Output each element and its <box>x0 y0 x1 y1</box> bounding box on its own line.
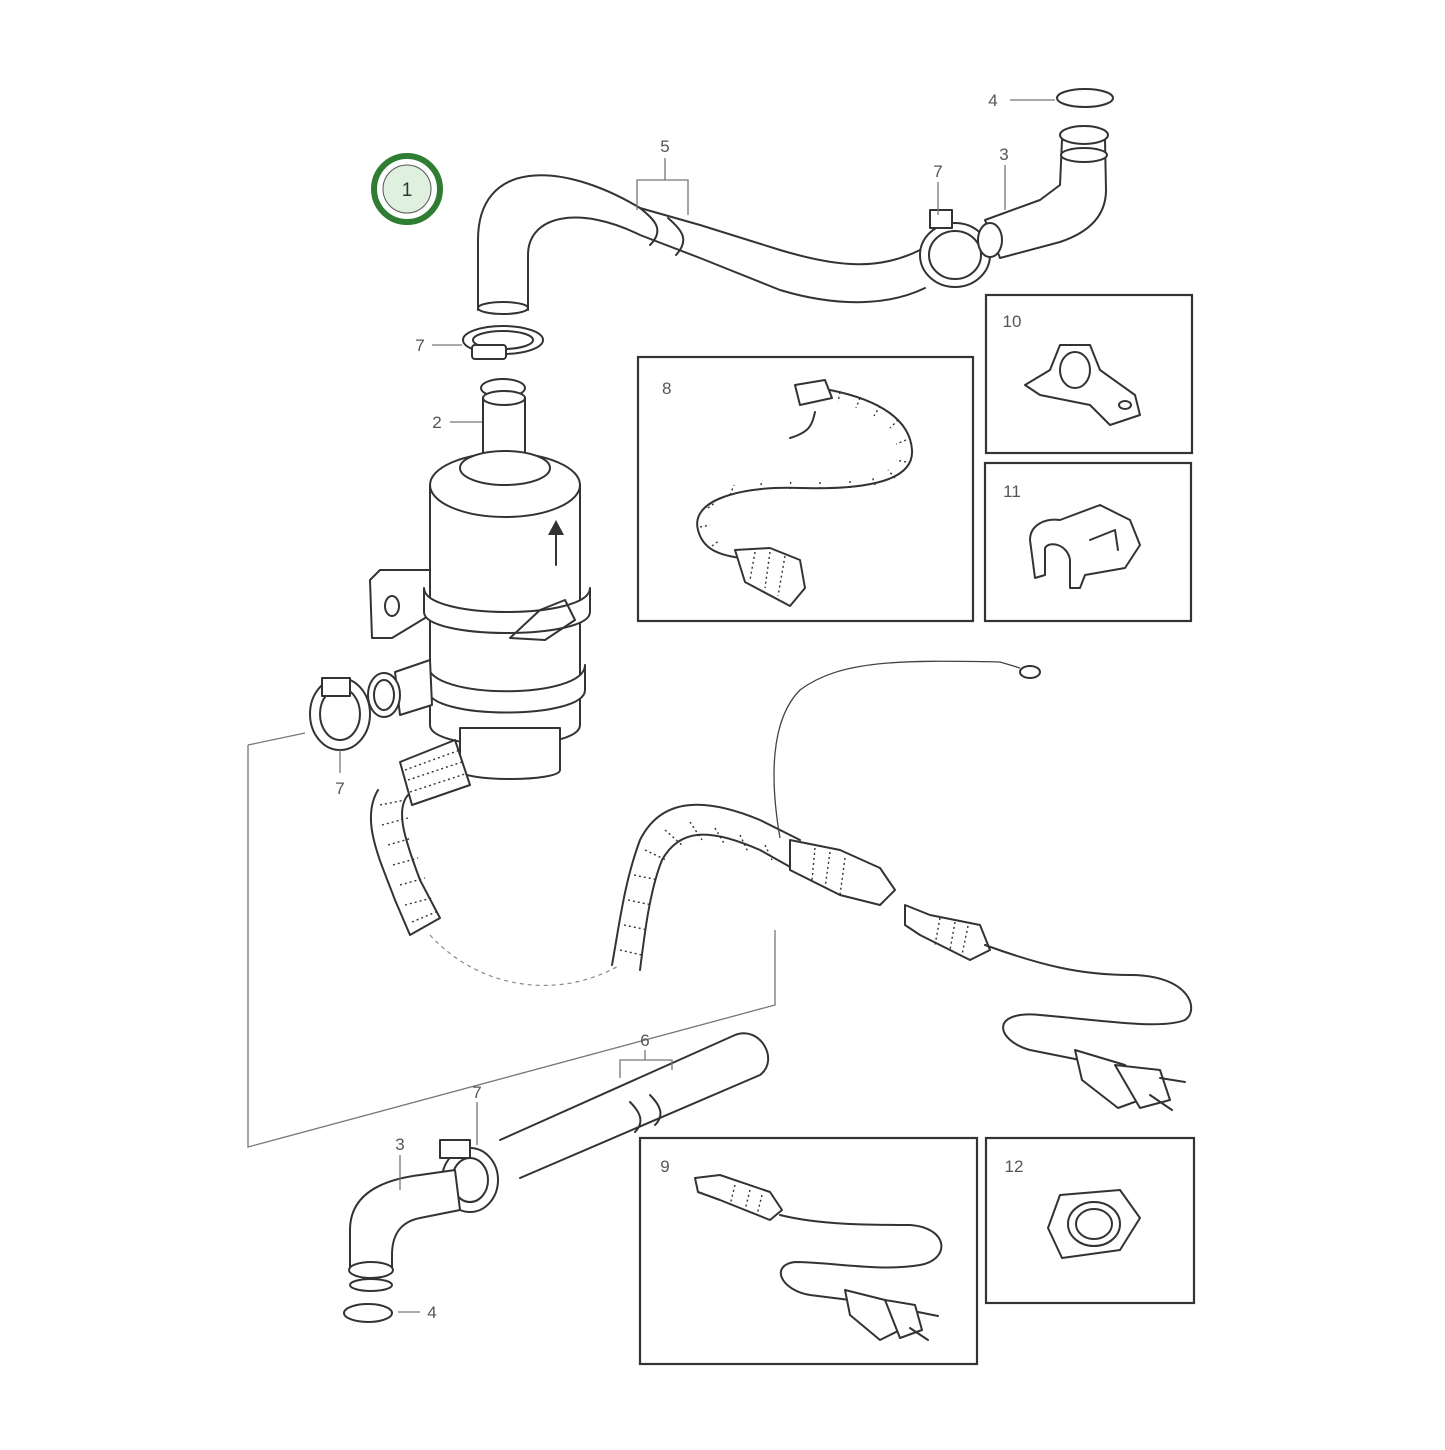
detail-box-12: 12 <box>984 1136 1196 1305</box>
ground-wire <box>773 660 1041 839</box>
side-clamp <box>309 677 371 751</box>
upper-hose <box>477 174 926 315</box>
detail-box-10-label: 10 <box>1003 312 1022 331</box>
detail-box-11: 11 <box>983 461 1193 623</box>
item-number-label: 1 <box>402 180 413 201</box>
detail-box-8: 8 <box>636 355 975 623</box>
callout-6: 6 <box>640 1031 649 1050</box>
detail-box-11-label: 11 <box>1003 482 1021 501</box>
callout-3-top: 3 <box>999 145 1008 164</box>
callout-7-lower-clamp: 7 <box>472 1083 481 1102</box>
upper-o-ring <box>1056 88 1114 108</box>
lower-o-ring <box>343 1303 393 1323</box>
cable-continuation-line <box>429 934 621 986</box>
mains-plug-cable <box>904 904 1193 1111</box>
upper-right-clamp <box>919 209 991 288</box>
leader-lines <box>339 99 1055 1313</box>
upper-elbow <box>977 125 1109 259</box>
callout-7-side-clamp: 7 <box>335 779 344 798</box>
callout-5: 5 <box>660 137 669 156</box>
callout-4-top: 4 <box>988 91 997 110</box>
callout-7-filter-top: 7 <box>415 336 424 355</box>
callout-7-upper-clamp: 7 <box>933 162 942 181</box>
item-number-badge: 1 <box>371 153 443 225</box>
right-braided-cable <box>611 803 896 971</box>
detail-box-12-label: 12 <box>1005 1157 1024 1176</box>
detail-box-10: 10 <box>984 293 1194 455</box>
callout-2: 2 <box>432 413 441 432</box>
heater-connector <box>399 739 471 806</box>
lower-hose <box>499 1032 770 1179</box>
detail-box-9-label: 9 <box>660 1157 669 1176</box>
detail-box-9: 9 <box>638 1136 979 1366</box>
callout-4-bottom: 4 <box>427 1303 436 1322</box>
detail-box-8-label: 8 <box>662 379 671 398</box>
callout-labels: 4 5 3 7 7 2 7 6 7 3 4 <box>335 91 1008 1322</box>
callout-3-bottom: 3 <box>395 1135 404 1154</box>
filter-assembly <box>367 325 591 780</box>
left-braided-cable <box>369 789 441 936</box>
lower-elbow <box>348 1169 461 1292</box>
lower-assembly-outline <box>247 745 776 1148</box>
